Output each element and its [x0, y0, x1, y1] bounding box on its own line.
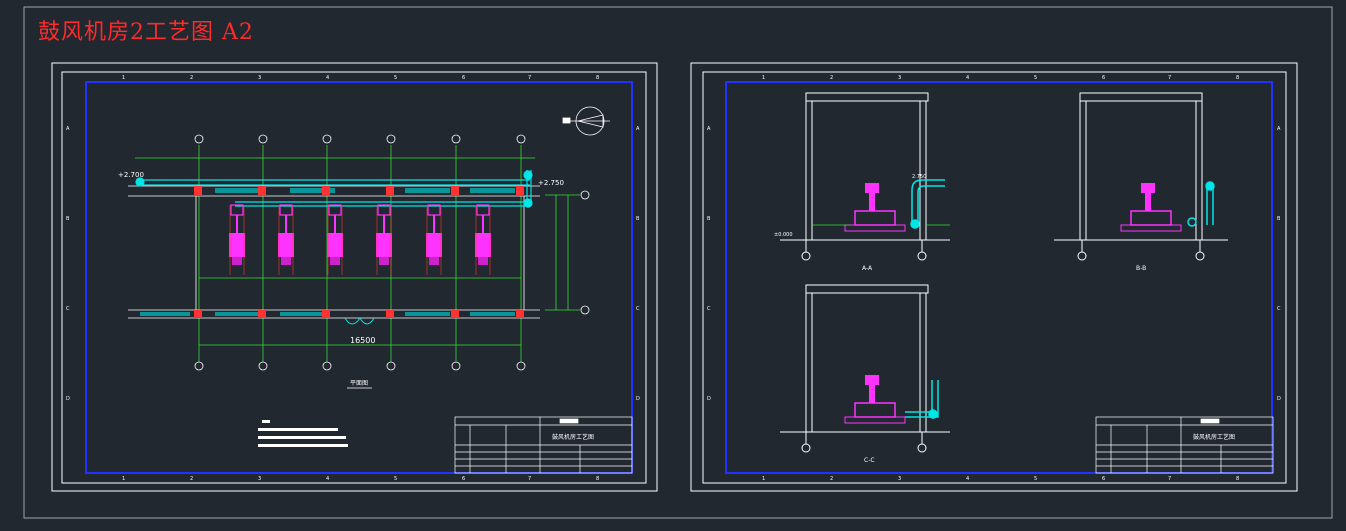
col-number: 7 [1168, 75, 1171, 81]
blower-unit [426, 204, 442, 265]
title-block-left [454, 416, 633, 474]
row-letter: A [707, 126, 711, 132]
sheet-right[interactable]: 1 2 3 4 5 6 7 8 1 2 3 4 5 6 7 8 A B C D … [690, 62, 1298, 492]
plan-grid-bubbles [194, 134, 590, 371]
elevation-label-left: +2.700 [118, 171, 144, 179]
row-letter: C [707, 306, 711, 312]
col-number: 2 [830, 476, 833, 482]
structural-columns [194, 186, 524, 318]
col-number: 3 [898, 75, 901, 81]
row-letter: D [636, 396, 640, 402]
sheet-right-border [690, 62, 1298, 492]
col-number: 6 [1102, 75, 1105, 81]
row-letter: C [636, 306, 640, 312]
sheet-left-col-numbers: 1 2 3 4 5 6 7 8 1 2 3 4 5 6 7 8 [122, 75, 599, 482]
col-number: 1 [762, 476, 765, 482]
blower-unit [229, 204, 245, 265]
col-number: 2 [830, 75, 833, 81]
model-space-frame [23, 6, 1333, 519]
title-block-right [1095, 416, 1274, 474]
sheet-left-inner-frame [85, 81, 633, 474]
sheet-left-row-letters: A B C D A B C D [66, 126, 640, 402]
row-letter: C [66, 306, 70, 312]
col-number: 2 [190, 75, 193, 81]
row-letter: D [66, 396, 70, 402]
row-letter: B [1277, 216, 1281, 222]
sheet-right-row-letters: A B C D A B C D [707, 126, 1281, 402]
section-bb: B-B [1054, 92, 1228, 272]
sheet-right-inner-frame [725, 81, 1273, 474]
col-number: 3 [258, 476, 261, 482]
section-cc: C-C [780, 284, 950, 464]
sheet-right-col-numbers: 1 2 3 4 5 6 7 8 1 2 3 4 5 6 7 8 [762, 75, 1239, 482]
north-arrow-icon [562, 106, 610, 136]
section-bb-label: B-B [1136, 265, 1146, 272]
blower-unit [278, 204, 294, 265]
drawing-title: 鼓风机房2工艺图 A2 [38, 20, 254, 45]
col-number: 6 [462, 75, 465, 81]
col-number: 8 [1236, 476, 1239, 482]
elevation-top: 2.750 [912, 174, 926, 180]
col-number: 7 [528, 476, 531, 482]
section-cc-label: C-C [864, 457, 875, 464]
col-number: 5 [1034, 75, 1037, 81]
row-letter: B [66, 216, 70, 222]
blower-units [229, 204, 491, 265]
col-number: 2 [190, 476, 193, 482]
sheet-left-outer-frame [61, 71, 647, 484]
col-number: 4 [966, 476, 969, 482]
dimension-total: 16500 [350, 336, 375, 345]
col-number: 5 [394, 476, 397, 482]
elevation-label-right: +2.750 [538, 179, 564, 187]
row-letter: D [1277, 396, 1281, 402]
col-number: 1 [122, 75, 125, 81]
col-number: 7 [1168, 476, 1171, 482]
col-number: 1 [762, 75, 765, 81]
col-number: 8 [596, 476, 599, 482]
sheet-left-border [51, 62, 658, 492]
main-air-pipe [135, 170, 533, 208]
row-letter: A [66, 126, 70, 132]
col-number: 5 [394, 75, 397, 81]
col-number: 6 [462, 476, 465, 482]
col-number: 3 [258, 75, 261, 81]
row-letter: B [707, 216, 711, 222]
row-letter: D [707, 396, 711, 402]
window-bands [140, 188, 515, 316]
section-aa: A-A ±0.000 2.750 [774, 92, 950, 272]
sheet-right-outer-frame [702, 71, 1287, 484]
col-number: 4 [326, 476, 329, 482]
col-number: 8 [1236, 75, 1239, 81]
title-block-name: 鼓风机房工艺图 [1193, 433, 1235, 441]
blower-unit [327, 204, 343, 265]
blower-unit [376, 204, 392, 265]
plan-grid-lines [135, 145, 580, 362]
sheet-left[interactable]: 1 2 3 4 5 6 7 8 1 2 3 4 5 6 7 8 A B C D … [51, 62, 658, 492]
blower-unit [475, 204, 491, 265]
elevation-ground: ±0.000 [774, 232, 793, 238]
col-number: 8 [596, 75, 599, 81]
col-number: 3 [898, 476, 901, 482]
plan-view-label: 平面图 [350, 380, 368, 387]
equipment-foundation-lines [229, 205, 491, 275]
notes-block [258, 420, 348, 447]
col-number: 1 [122, 476, 125, 482]
section-aa-label: A-A [862, 265, 873, 272]
col-number: 6 [1102, 476, 1105, 482]
row-letter: A [636, 126, 640, 132]
row-letter: C [1277, 306, 1281, 312]
row-letter: B [636, 216, 640, 222]
door-swing [344, 317, 375, 325]
row-letter: A [1277, 126, 1281, 132]
col-number: 5 [1034, 476, 1037, 482]
col-number: 7 [528, 75, 531, 81]
title-block-name: 鼓风机房工艺图 [552, 433, 594, 441]
col-number: 4 [966, 75, 969, 81]
col-number: 4 [326, 75, 329, 81]
